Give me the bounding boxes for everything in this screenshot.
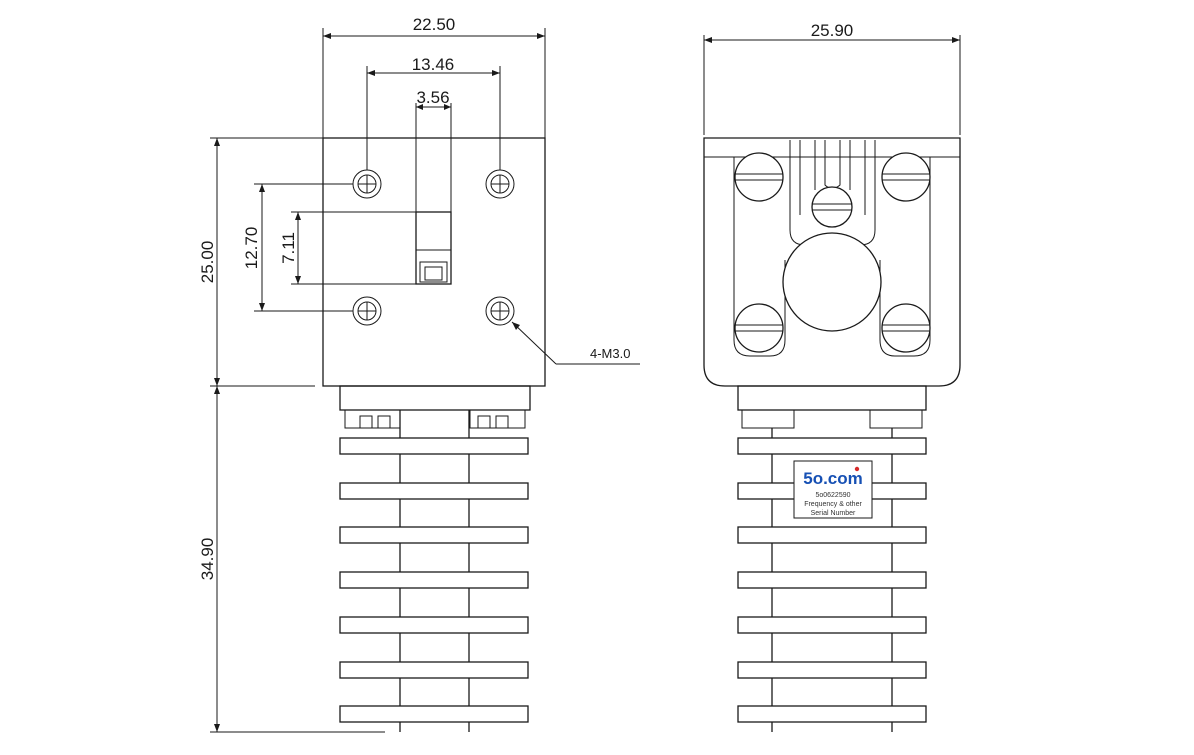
- dimension-heatsink-length: 34.90: [198, 386, 385, 733]
- front-view: 22.50 13.46 3.56 25.00: [198, 15, 640, 733]
- front-heatsink: [339, 410, 529, 732]
- dim-overall-width-text: 22.50: [413, 15, 456, 34]
- dimension-hole-spacing-horizontal: 13.46: [366, 55, 501, 170]
- mounting-hole-callout: 4-M3.0: [511, 321, 640, 365]
- brand-logo-dot: [854, 466, 860, 472]
- dim-side-overall-width-text: 25.90: [811, 21, 854, 40]
- side-base-block: [737, 385, 927, 429]
- dimension-overall-height: 25.00: [198, 137, 323, 387]
- brand-logo-text: 5o.com: [803, 469, 863, 488]
- side-heatsink: [737, 428, 927, 732]
- dim-waveguide-width-text: 3.56: [416, 88, 449, 107]
- label-line3: Serial Number: [811, 510, 856, 517]
- dim-heatsink-length-text: 34.90: [198, 538, 217, 581]
- dim-hole-spacing-horizontal-text: 13.46: [412, 55, 455, 74]
- callout-text: 4-M3.0: [590, 346, 630, 361]
- dim-hole-spacing-vertical-text: 12.70: [242, 227, 261, 270]
- side-screw-bottom-left: [734, 303, 784, 353]
- dimension-side-overall-width: 25.90: [703, 21, 961, 135]
- mounting-hole-top-left: [352, 169, 382, 199]
- label-line2: Frequency & other: [804, 501, 862, 508]
- side-view: 25.90: [703, 21, 961, 732]
- dim-overall-height-text: 25.00: [198, 241, 217, 284]
- side-screw-top-center: [811, 186, 853, 228]
- waveguide-opening: [415, 211, 452, 285]
- dimension-waveguide-width: 3.56: [415, 88, 452, 212]
- mounting-hole-bottom-left: [352, 296, 382, 326]
- dimension-hole-spacing-vertical: 12.70: [242, 183, 353, 312]
- mounting-hole-top-right: [485, 169, 515, 199]
- label-part-number: 5o0622590: [815, 492, 850, 499]
- side-screw-top-right: [881, 152, 931, 202]
- side-screw-top-left: [734, 152, 784, 202]
- dim-waveguide-height-text: 7.11: [279, 232, 298, 264]
- side-screw-bottom-right: [881, 303, 931, 353]
- dimension-waveguide-height: 7.11: [279, 211, 416, 285]
- front-base-block: [339, 385, 531, 429]
- mounting-hole-bottom-right: [485, 296, 515, 326]
- product-label: 5o.com 5o0622590 Frequency & other Seria…: [793, 460, 873, 519]
- dimension-overall-width: 22.50: [322, 15, 546, 138]
- side-plunger-circle: [782, 232, 882, 332]
